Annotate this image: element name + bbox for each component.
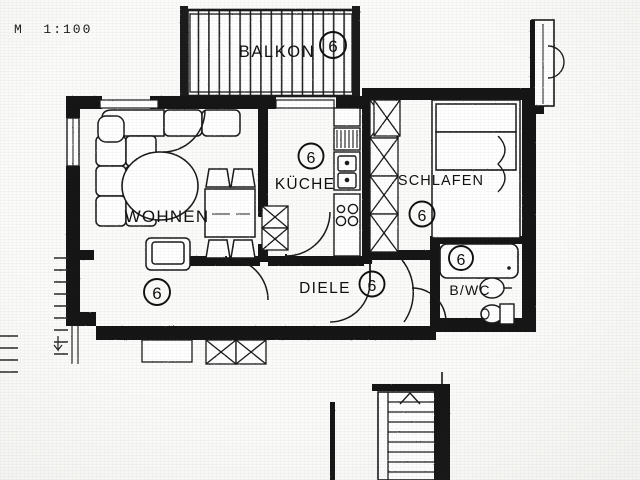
room-wohnen — [95, 99, 269, 301]
svg-text:6: 6 — [418, 208, 427, 225]
svg-text:6: 6 — [307, 150, 316, 167]
room-schlafen — [373, 99, 521, 323]
staircase — [330, 372, 450, 480]
window-left — [66, 117, 80, 167]
unit-marker-bwc: 6 — [448, 245, 474, 271]
room-kueche — [275, 99, 361, 260]
svg-text:6: 6 — [152, 284, 161, 303]
unit-marker-balkon: 6 — [319, 31, 347, 59]
svg-text:6: 6 — [368, 278, 377, 295]
room-label-kueche: KÜCHE — [275, 175, 335, 193]
room-label-schlafen: SCHLAFEN — [398, 173, 484, 189]
exterior-walls — [66, 88, 544, 340]
room-label-wohnen: WOHNEN — [125, 207, 210, 226]
room-label-diele: DIELE — [299, 280, 351, 297]
unit-marker-wohnen: 6 — [143, 278, 171, 306]
unit-marker-schlafen: 6 — [408, 200, 436, 228]
unit-marker-kueche: 6 — [297, 142, 325, 170]
svg-text:6: 6 — [457, 252, 466, 269]
scale-label: M 1:100 — [14, 22, 93, 37]
room-label-bwc: B/WC — [449, 282, 490, 298]
svg-text:6: 6 — [328, 37, 337, 56]
terrain-hatching — [0, 257, 79, 373]
room-label-balkon: BALKON — [239, 43, 316, 61]
room-balkon — [180, 6, 360, 98]
unit-marker-diele: 6 — [358, 270, 386, 298]
room-labels: BALKON 6 WOHNEN 6 KÜCHE 6 SCHLAFEN 6 DIE… — [125, 31, 490, 306]
neighbour-structure — [530, 19, 565, 107]
